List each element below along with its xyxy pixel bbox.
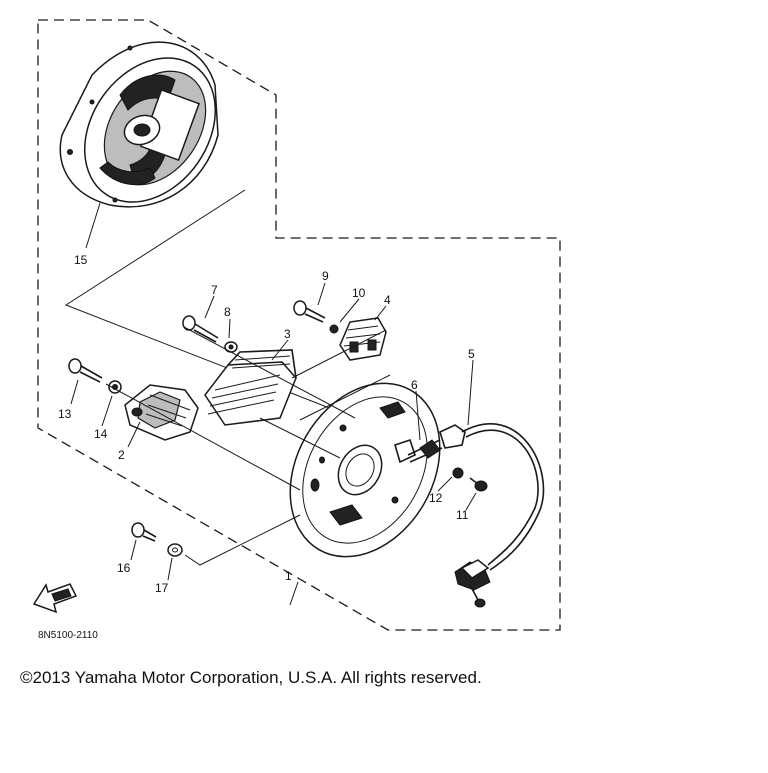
screw-9	[293, 300, 326, 323]
lighting-coil-4	[339, 317, 387, 361]
screw-16	[131, 522, 157, 542]
callout-16: 16	[117, 561, 131, 575]
wire-lead-5	[407, 423, 545, 608]
washer-12	[452, 467, 464, 479]
copyright-notice: ©2013 Yamaha Motor Corporation, U.S.A. A…	[20, 668, 482, 687]
callout-9: 9	[322, 269, 329, 283]
flywheel-rotor	[59, 41, 219, 208]
callout-10: 10	[352, 286, 366, 300]
stator-base-plate-1	[289, 382, 441, 558]
callout-11: 11	[456, 508, 469, 522]
callout-14: 14	[94, 427, 108, 441]
callout-12: 12	[429, 491, 443, 505]
callout-13: 13	[58, 407, 72, 421]
callout-7: 7	[211, 283, 218, 297]
screw-11	[469, 477, 488, 492]
washer-8	[224, 341, 238, 353]
callout-3: 3	[284, 327, 291, 341]
callout-leaders	[70, 282, 477, 606]
callout-17: 17	[155, 581, 169, 595]
screw-13	[68, 358, 103, 383]
charge-coil-3	[204, 349, 297, 426]
diagram-code: 8N5100-2110	[38, 630, 98, 641]
callout-2: 2	[118, 448, 125, 462]
callout-5: 5	[468, 347, 475, 361]
callout-4: 4	[384, 293, 391, 307]
leader-15-tag	[85, 202, 101, 249]
callout-6: 6	[411, 378, 418, 392]
callout-1: 1	[285, 569, 292, 583]
washer-10	[329, 324, 339, 334]
callout-8: 8	[224, 305, 231, 319]
callout-15: 15	[74, 253, 88, 267]
pulser-coil-2	[124, 384, 199, 441]
front-direction-arrow-icon	[32, 583, 78, 614]
washer-17	[167, 543, 183, 557]
